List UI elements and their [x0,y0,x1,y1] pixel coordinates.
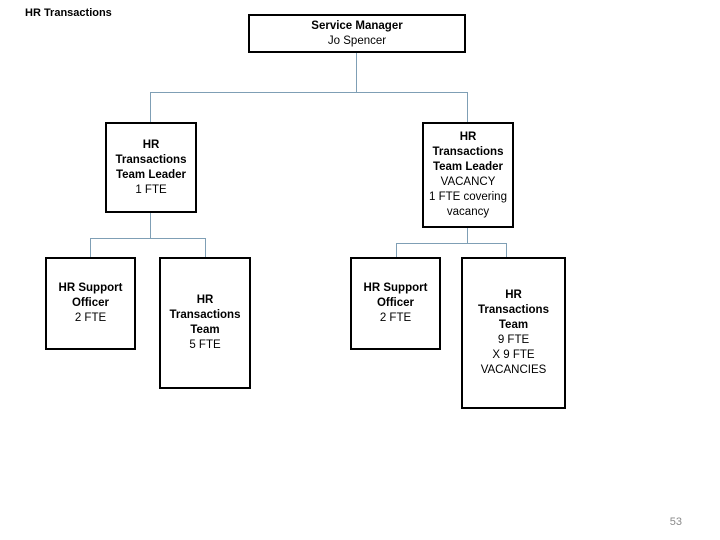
service-manager-name: Jo Spencer [327,34,387,47]
transactions-team-left-fte: 5 FTE [189,339,221,351]
support-officer-right-fte: 2 FTE [379,312,412,324]
team-leader-left-fte: 1 FTE [135,183,167,196]
team-leader-right-fte-line2: vacancy [446,206,490,218]
node-support-officer-left[interactable]: HR Support Officer 2 FTE [45,257,136,350]
transactions-team-left-line1: HR [196,294,214,306]
transactions-team-right-fte: 9 FTE [497,334,530,346]
connector-tier2-left-horizontal [90,238,206,239]
team-leader-left-line2: Transactions [115,153,187,166]
node-team-leader-right[interactable]: HR Transactions Team Leader VACANCY 1 FT… [422,122,514,228]
support-officer-right-line1: HR Support [363,282,428,294]
team-leader-left-line1: HR [142,138,160,151]
team-leader-right-vacancy: VACANCY [440,176,496,188]
connector-to-transactions-team-right [506,243,507,257]
connector-to-team-leader-left [150,92,151,122]
transactions-team-right-vacancy-label: VACANCIES [480,364,547,376]
node-support-officer-right[interactable]: HR Support Officer 2 FTE [350,257,441,350]
support-officer-left-line2: Officer [71,297,110,309]
connector-to-support-officer-left [90,238,91,257]
connector-to-support-officer-right [396,243,397,257]
transactions-team-right-line3: Team [498,319,529,331]
node-team-leader-left[interactable]: HR Transactions Team Leader 1 FTE [105,122,197,213]
connector-tier2-right-horizontal [396,243,507,244]
team-leader-right-line1: HR [459,131,477,143]
transactions-team-right-vacancy-count: X 9 FTE [492,349,535,361]
connector-team-leader-left-down [150,213,151,238]
page-title: HR Transactions [25,7,112,19]
team-leader-right-line3: Team Leader [432,161,504,173]
connector-tier1-horizontal [150,92,468,93]
team-leader-right-line2: Transactions [432,146,504,158]
node-service-manager[interactable]: Service Manager Jo Spencer [248,14,466,53]
team-leader-right-fte-line1: 1 FTE covering [429,191,507,203]
connector-to-team-leader-right [467,92,468,122]
connector-service-manager-down [356,52,357,92]
connector-to-transactions-team-left [205,238,206,257]
team-leader-left-line3: Team Leader [115,168,187,181]
support-officer-left-line1: HR Support [58,282,123,294]
transactions-team-right-line2: Transactions [478,304,549,316]
transactions-team-right-line1: HR [505,289,522,301]
node-transactions-team-left[interactable]: HR Transactions Team 5 FTE [159,257,251,389]
transactions-team-left-line2: Transactions [169,309,241,321]
connector-team-leader-right-down [467,228,468,243]
transactions-team-left-line3: Team [190,324,220,336]
support-officer-right-line2: Officer [376,297,415,309]
service-manager-title: Service Manager [311,19,403,32]
support-officer-left-fte: 2 FTE [74,312,107,324]
node-transactions-team-right[interactable]: HR Transactions Team 9 FTE X 9 FTE VACAN… [461,257,566,409]
page-number: 53 [669,516,682,528]
